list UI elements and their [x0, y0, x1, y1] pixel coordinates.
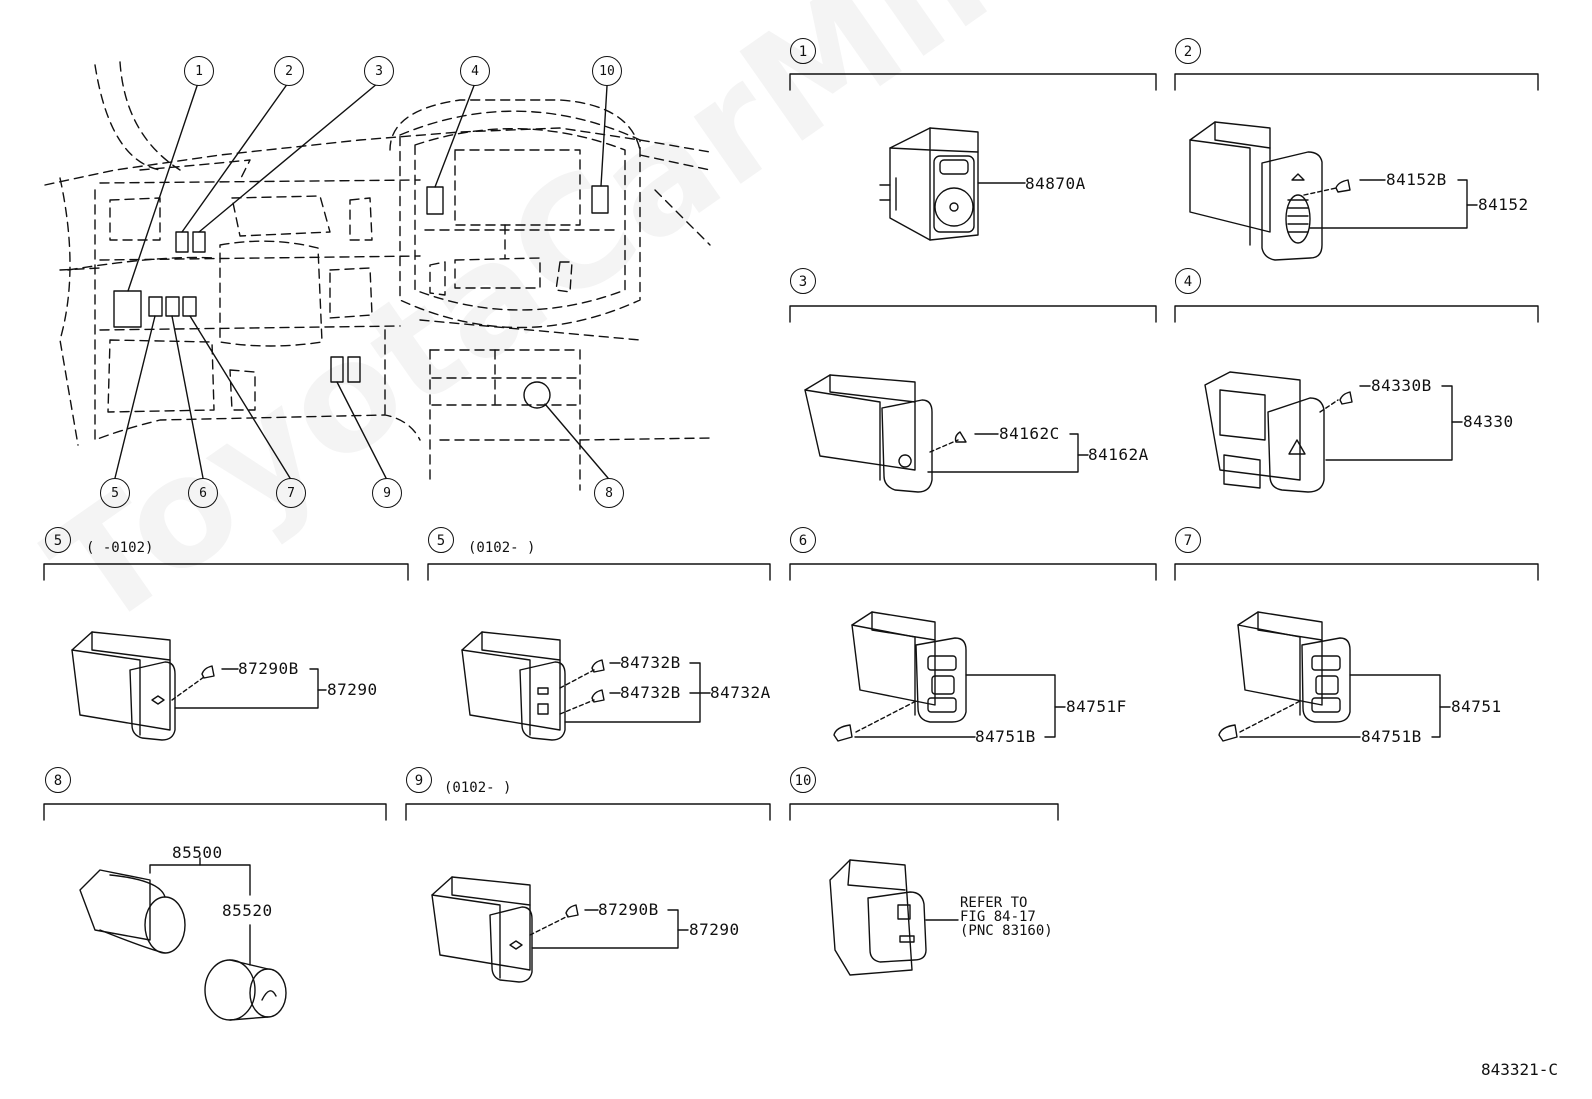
callout-9: 9 — [372, 478, 402, 508]
part-87290b-9-label: 87290B — [598, 900, 659, 919]
callout-5: 5 — [100, 478, 130, 508]
panel-9-number: 9 — [406, 767, 432, 793]
part-84732a-drawing — [461, 631, 711, 741]
callout-8: 8 — [594, 478, 624, 508]
part-83160-drawing — [829, 859, 959, 976]
part-84751-label: 84751 — [1451, 697, 1502, 716]
panel-7-number: 7 — [1175, 527, 1201, 553]
panel-5b-number: 5 — [428, 527, 454, 553]
panel-1-number: 1 — [790, 38, 816, 64]
part-84751-drawing — [1218, 611, 1451, 742]
panel-9-date-range: (0102- ) — [444, 780, 512, 796]
part-87290-9-label: 87290 — [689, 920, 740, 939]
part-84152b-label: 84152B — [1386, 170, 1447, 189]
callout-6: 6 — [188, 478, 218, 508]
panel-3-number: 3 — [790, 268, 816, 294]
panel-frames — [43, 73, 1539, 821]
part-87290-9-drawing — [431, 876, 689, 983]
part-84751b-6-label: 84751B — [975, 727, 1036, 746]
panel-2-number: 2 — [1175, 38, 1201, 64]
part-84152-label: 84152 — [1478, 195, 1529, 214]
panel-10-reference-note: REFER TO FIG 84-17 (PNC 83160) — [960, 895, 1053, 939]
callout-7: 7 — [276, 478, 306, 508]
part-84330-drawing — [1204, 371, 1463, 493]
panel-5b-date-range: (0102- ) — [468, 540, 536, 556]
dashboard-overview — [44, 61, 711, 491]
panel-5a-number: 5 — [45, 527, 71, 553]
part-84732b-lower-label: 84732B — [620, 683, 681, 702]
panel-8-number: 8 — [45, 767, 71, 793]
part-87290b-5a-label: 87290B — [238, 659, 299, 678]
panel-10-number: 10 — [790, 767, 816, 793]
part-84732b-upper-label: 84732B — [620, 653, 681, 672]
part-87290-5a-label: 87290 — [327, 680, 378, 699]
callout-4: 4 — [460, 56, 490, 86]
part-84751f-label: 84751F — [1066, 697, 1127, 716]
part-84751f-drawing — [833, 611, 1066, 742]
part-84330b-label: 84330B — [1371, 376, 1432, 395]
part-87290-5a-drawing — [71, 631, 327, 741]
panel-5a-date-range: ( -0102) — [86, 540, 154, 556]
callout-2: 2 — [274, 56, 304, 86]
part-85500-drawing — [79, 857, 287, 1021]
callout-3: 3 — [364, 56, 394, 86]
part-85500-label: 85500 — [172, 843, 223, 862]
figure-code: 843321-C — [1480, 1060, 1558, 1079]
panel-4-number: 4 — [1175, 268, 1201, 294]
part-84751b-7-label: 84751B — [1361, 727, 1422, 746]
callout-10: 10 — [592, 56, 622, 86]
part-84330-label: 84330 — [1463, 412, 1514, 431]
part-84162a-drawing — [804, 374, 1089, 493]
part-84870a-label: 84870A — [1025, 174, 1086, 193]
part-84162c-label: 84162C — [999, 424, 1060, 443]
part-84870a-drawing — [879, 127, 1026, 241]
part-84152-drawing — [1189, 121, 1478, 261]
callout-1: 1 — [184, 56, 214, 86]
part-84732a-label: 84732A — [710, 683, 771, 702]
panel-6-number: 6 — [790, 527, 816, 553]
part-84162a-label: 84162A — [1088, 445, 1149, 464]
part-85520-label: 85520 — [222, 901, 273, 920]
